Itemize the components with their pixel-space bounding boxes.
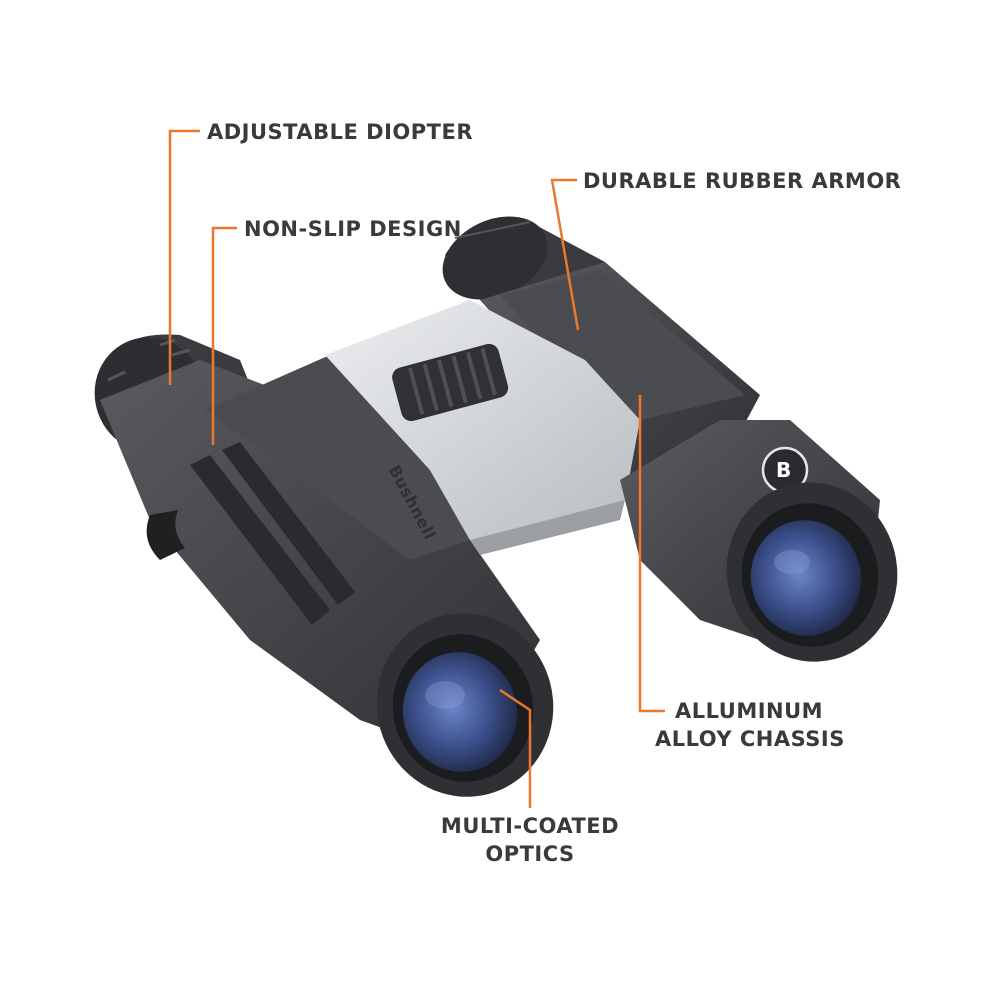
label-alluminum-line1: ALLUMINUM — [675, 699, 824, 723]
aluminum-chassis — [325, 300, 640, 540]
label-alluminum-alloy-chassis: ALLUMINUM ALLOY CHASSIS — [655, 697, 855, 753]
label-alluminum-line2: ALLOY CHASSIS — [655, 727, 845, 751]
label-adjustable-diopter: ADJUSTABLE DIOPTER — [207, 120, 473, 144]
callout-lines — [168, 129, 665, 808]
label-optics-line1: MULTI-COATED — [440, 814, 620, 838]
focus-wheel — [392, 343, 509, 422]
strap-lug — [146, 510, 185, 560]
left-top-armor — [205, 355, 470, 560]
durable-rubber-armor-panel — [500, 270, 745, 420]
left-objective-lens — [376, 613, 554, 797]
label-optics-line2: OPTICS — [485, 842, 575, 866]
non-slip-grip — [190, 442, 355, 625]
label-durable-rubber-armor: DURABLE RUBBER ARMOR — [583, 169, 902, 193]
brand-badge-letter: B — [776, 458, 792, 482]
label-non-slip-design: NON-SLIP DESIGN — [244, 217, 462, 241]
label-multi-coated-optics: MULTI-COATED OPTICS — [430, 812, 630, 868]
right-objective-lens — [726, 482, 898, 662]
